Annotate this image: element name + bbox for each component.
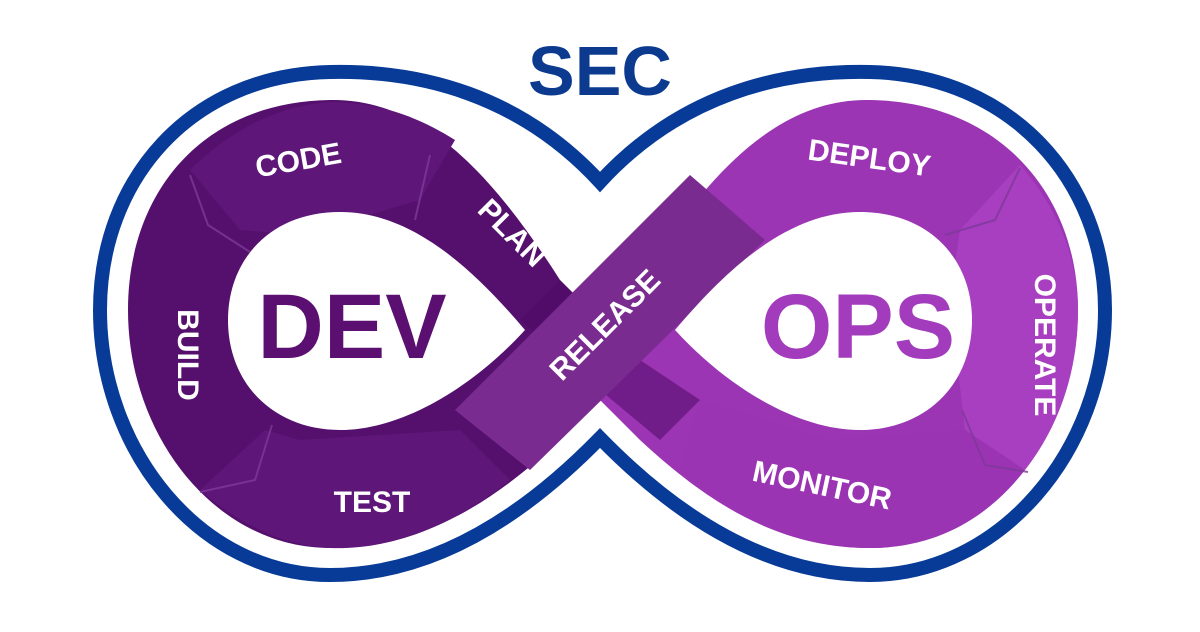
ops-label: OPS — [761, 276, 955, 378]
ops-hole — [675, 212, 972, 430]
outer-ring-inner-line — [119, 91, 1086, 556]
dev-segment-code — [190, 102, 455, 235]
ops-segment-monitor — [680, 400, 1025, 548]
dev-segment-test — [200, 430, 510, 549]
ops-segment-operate — [950, 165, 1078, 470]
stage-build: BUILD — [171, 309, 204, 401]
dev-hole — [228, 212, 525, 430]
segment-dividers — [189, 154, 1029, 493]
release-band — [455, 175, 765, 470]
dev-label: DEV — [257, 276, 446, 378]
stage-test: TEST — [334, 486, 411, 519]
title-sec: SEC — [528, 32, 672, 110]
stage-operate: OPERATE — [1028, 274, 1061, 417]
